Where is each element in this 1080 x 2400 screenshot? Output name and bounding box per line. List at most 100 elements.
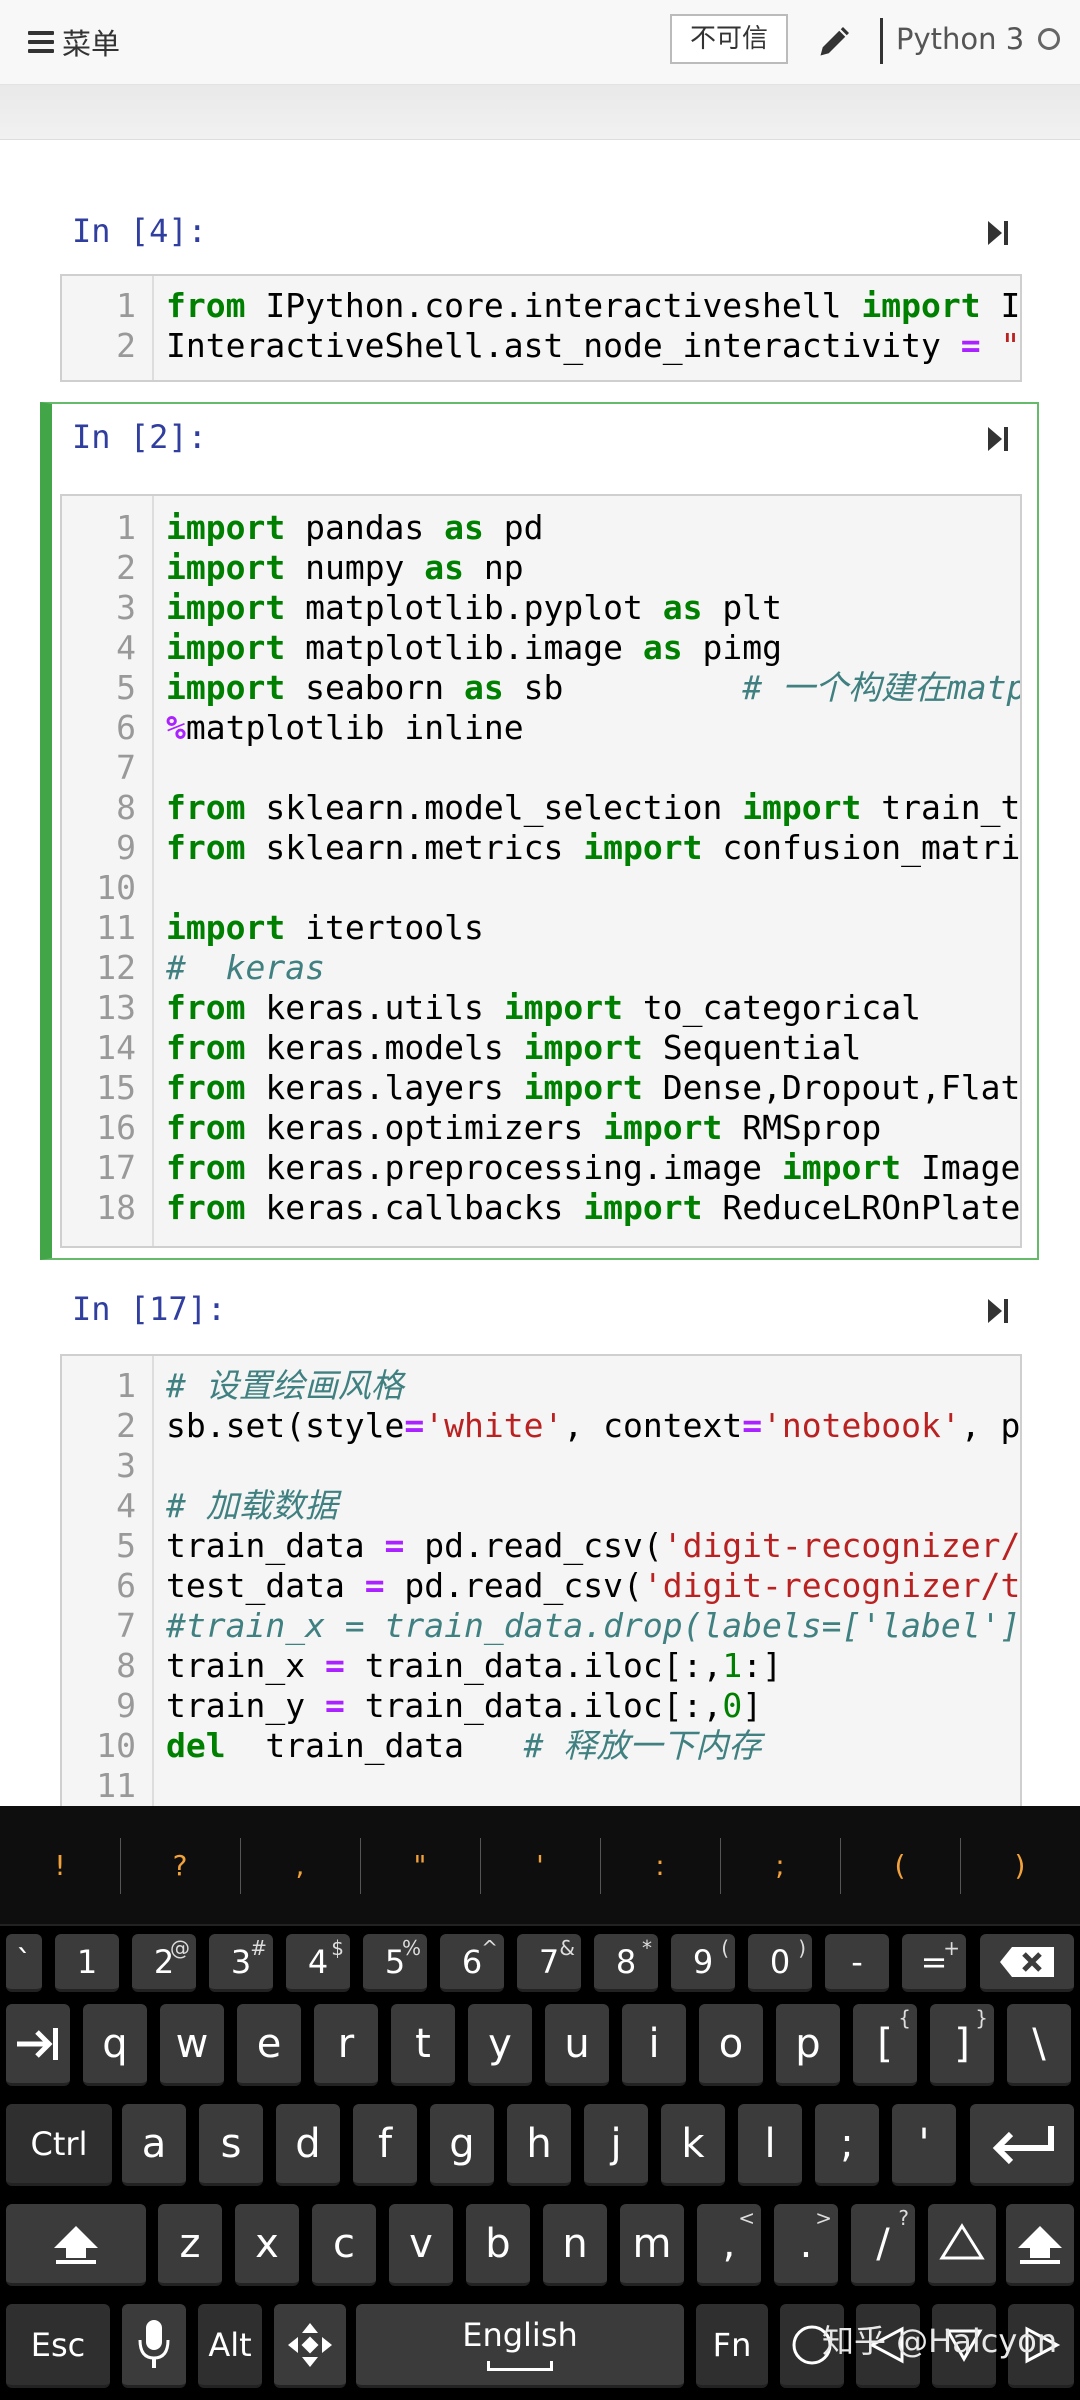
line-number: 9 xyxy=(116,828,136,867)
symbol-key[interactable]: ( xyxy=(894,1848,906,1882)
key-q[interactable]: q xyxy=(83,2004,147,2086)
code-token: 'digit-recognizer/t xyxy=(642,1566,1021,1605)
key-label: / xyxy=(876,2220,890,2267)
key-z[interactable]: z xyxy=(158,2204,222,2286)
key-5[interactable]: 5% xyxy=(363,1934,427,1992)
key-label: 9 xyxy=(692,1942,714,1981)
key-h[interactable]: h xyxy=(507,2104,571,2186)
ctrl-key[interactable]: Ctrl xyxy=(6,2104,112,2186)
key-7[interactable]: 7& xyxy=(517,1934,581,1992)
code-token: Sequential xyxy=(642,1028,862,1067)
key-semicolon[interactable]: ; xyxy=(815,2104,879,2186)
symbol-separator xyxy=(240,1838,241,1894)
run-cell-icon[interactable] xyxy=(986,1296,1010,1326)
key-g[interactable]: g xyxy=(430,2104,494,2186)
arrows-key[interactable] xyxy=(274,2304,346,2388)
symbol-key[interactable]: , xyxy=(295,1848,305,1882)
key-v[interactable]: v xyxy=(389,2204,453,2286)
code-token: #train_x = train_data.drop(labels=['labe… xyxy=(166,1606,1021,1645)
code-token: from xyxy=(166,988,246,1027)
run-cell-icon[interactable] xyxy=(986,424,1010,454)
key-u[interactable]: u xyxy=(545,2004,609,2086)
key-lbracket[interactable]: [{ xyxy=(853,2004,917,2086)
key-k[interactable]: k xyxy=(661,2104,725,2186)
key-x[interactable]: x xyxy=(235,2204,299,2286)
key-9[interactable]: 9( xyxy=(671,1934,735,1992)
code-token: sb.set(style xyxy=(166,1406,405,1445)
right-key[interactable] xyxy=(1008,2304,1074,2388)
key-backslash[interactable]: \ xyxy=(1007,2004,1071,2086)
key-y[interactable]: y xyxy=(468,2004,532,2086)
key-a[interactable]: a xyxy=(122,2104,186,2186)
key-2[interactable]: 2@ xyxy=(132,1934,196,1992)
key-label: = xyxy=(920,1942,948,1981)
key-quote[interactable]: ' xyxy=(892,2104,956,2186)
symbol-key[interactable]: ? xyxy=(172,1848,188,1882)
key-minus[interactable]: - xyxy=(825,1934,889,1992)
home-key[interactable] xyxy=(780,2304,844,2388)
code-token: # 释放一下内存 xyxy=(523,1726,762,1765)
key-l[interactable]: l xyxy=(738,2104,802,2186)
key-3[interactable]: 3# xyxy=(209,1934,273,1992)
key-p[interactable]: p xyxy=(776,2004,840,2086)
shift-key-left[interactable] xyxy=(6,2204,146,2286)
key-comma[interactable]: ,< xyxy=(697,2204,761,2286)
key-6[interactable]: 6^ xyxy=(440,1934,504,1992)
key-slash[interactable]: /? xyxy=(851,2204,915,2286)
alt-key[interactable]: Alt xyxy=(198,2304,262,2388)
symbol-key[interactable]: " xyxy=(413,1848,427,1882)
symbol-key[interactable]: ; xyxy=(775,1848,785,1882)
key-t[interactable]: t xyxy=(391,2004,455,2086)
space-key[interactable]: English xyxy=(356,2304,684,2388)
key-backtick[interactable]: ` xyxy=(6,1934,42,1992)
backspace-key[interactable] xyxy=(980,1934,1074,1992)
code-token: " xyxy=(1000,326,1021,365)
code-token: pimg xyxy=(682,628,782,667)
key-f[interactable]: f xyxy=(353,2104,417,2186)
key-b[interactable]: b xyxy=(466,2204,530,2286)
key-period[interactable]: .> xyxy=(774,2204,838,2286)
key-i[interactable]: i xyxy=(622,2004,686,2086)
mic-key[interactable] xyxy=(122,2304,186,2388)
trust-button[interactable]: 不可信 xyxy=(670,14,788,64)
key-d[interactable]: d xyxy=(276,2104,340,2186)
key-n[interactable]: n xyxy=(543,2204,607,2286)
key-1[interactable]: 1 xyxy=(55,1934,119,1992)
key-8[interactable]: 8* xyxy=(594,1934,658,1992)
caps-key[interactable] xyxy=(928,2204,996,2286)
tab-key[interactable] xyxy=(6,2004,70,2086)
down-key[interactable] xyxy=(932,2304,996,2388)
pencil-icon[interactable] xyxy=(816,24,852,60)
key-o[interactable]: o xyxy=(699,2004,763,2086)
key-equals[interactable]: =+ xyxy=(902,1934,966,1992)
kernel-name[interactable]: Python 3 xyxy=(896,22,1025,56)
symbol-key[interactable]: ) xyxy=(1014,1848,1026,1882)
key-4[interactable]: 4$ xyxy=(286,1934,350,1992)
symbol-key[interactable]: ' xyxy=(536,1848,544,1882)
shift-key-right[interactable] xyxy=(1006,2204,1074,2286)
key-r[interactable]: r xyxy=(314,2004,378,2086)
key-c[interactable]: c xyxy=(312,2204,376,2286)
enter-key[interactable] xyxy=(970,2104,1074,2186)
menu-button[interactable]: 菜单 xyxy=(28,20,120,64)
key-j[interactable]: j xyxy=(584,2104,648,2186)
symbol-key[interactable]: ! xyxy=(54,1848,66,1882)
key-rbracket[interactable]: ]} xyxy=(930,2004,994,2086)
left-key[interactable] xyxy=(856,2304,920,2388)
symbol-key[interactable]: : xyxy=(655,1848,665,1882)
esc-key[interactable]: Esc xyxy=(6,2304,110,2388)
key-e[interactable]: e xyxy=(237,2004,301,2086)
run-cell-icon[interactable] xyxy=(986,218,1010,248)
key-0[interactable]: 0) xyxy=(748,1934,812,1992)
key-w[interactable]: w xyxy=(160,2004,224,2086)
key-s[interactable]: s xyxy=(199,2104,263,2186)
key-m[interactable]: m xyxy=(620,2204,684,2286)
fn-key[interactable]: Fn xyxy=(696,2304,768,2388)
